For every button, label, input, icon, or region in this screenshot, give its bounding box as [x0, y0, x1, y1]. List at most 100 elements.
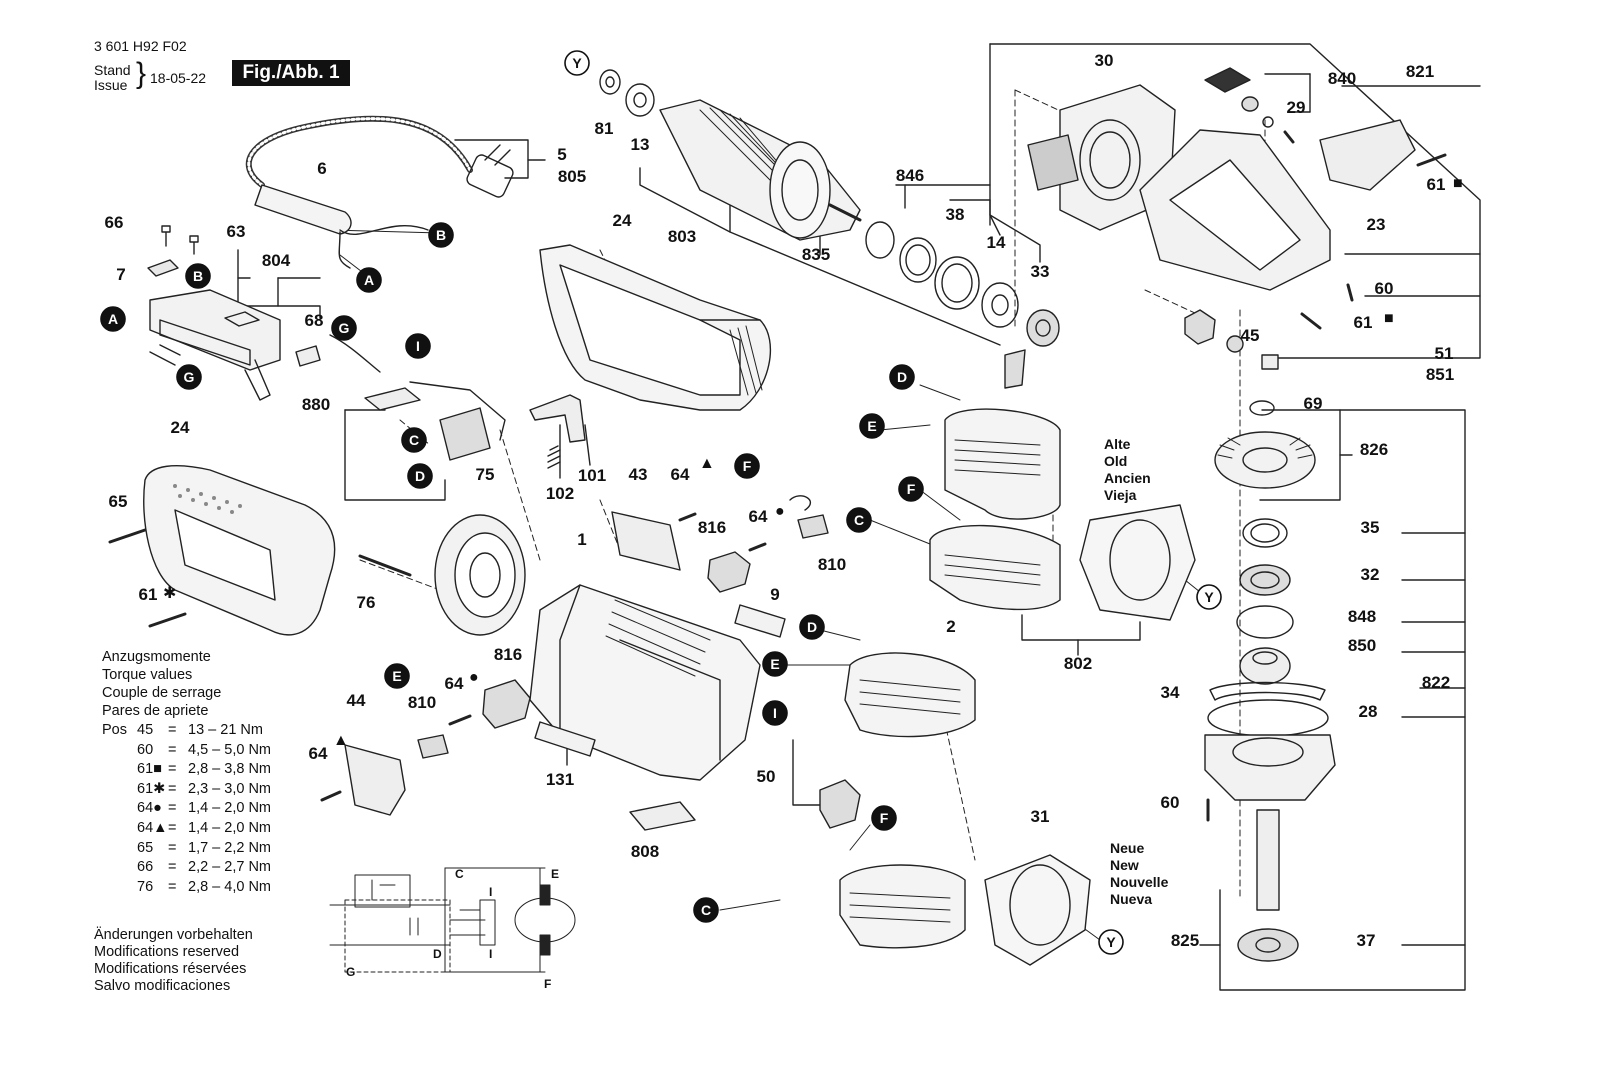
- svg-text:G: G: [184, 369, 195, 385]
- connector-marker-c: C: [693, 897, 719, 923]
- torque-pos-label: Pos: [102, 722, 127, 738]
- part-label-6: 6: [317, 159, 326, 178]
- schematic-label: D: [433, 947, 442, 961]
- new-label-de: Neue: [1110, 840, 1145, 856]
- part-label-9: 9: [770, 585, 779, 604]
- old-label-de: Alte: [1104, 436, 1131, 452]
- svg-text:Y: Y: [1106, 934, 1116, 950]
- svg-text:F: F: [743, 458, 752, 474]
- part-label-846: 846: [896, 166, 924, 185]
- connector-marker-i: I: [762, 700, 788, 726]
- part-label-808: 808: [631, 842, 659, 861]
- part-label-44: 44: [347, 691, 366, 710]
- part-label-60: 60: [1161, 793, 1180, 812]
- brace-icon: }: [136, 57, 147, 90]
- part-label-64: 64: [749, 507, 768, 526]
- torque-pos: 60: [137, 741, 154, 758]
- schematic-label: F: [544, 977, 551, 991]
- connector-marker-a: A: [356, 267, 382, 293]
- torque-pos: 61✱: [137, 780, 166, 797]
- torque-eq: =: [168, 722, 177, 738]
- torque-title-fr: Couple de serrage: [102, 685, 222, 701]
- tolerance-mark: ▲: [333, 732, 349, 749]
- svg-text:Y: Y: [572, 55, 582, 71]
- part-label-45: 45: [1241, 326, 1260, 345]
- stand-label: Stand: [94, 62, 131, 78]
- svg-text:E: E: [392, 668, 401, 684]
- part-label-802: 802: [1064, 654, 1092, 673]
- svg-text:C: C: [701, 902, 711, 918]
- part-label-835: 835: [802, 245, 830, 264]
- connector-marker-i: I: [405, 333, 431, 359]
- torque-eq: =: [168, 859, 177, 876]
- torque-pos: 64●: [137, 800, 162, 817]
- new-label-fr: Nouvelle: [1110, 874, 1169, 890]
- part-label-69: 69: [1304, 394, 1323, 413]
- torque-eq: =: [168, 761, 177, 778]
- connector-marker-c: C: [401, 427, 427, 453]
- connector-marker-e: E: [762, 651, 788, 677]
- part-label-61: 61: [1354, 313, 1373, 332]
- part-label-75: 75: [476, 465, 495, 484]
- connector-marker-f: F: [734, 453, 760, 479]
- part-label-68: 68: [305, 311, 324, 330]
- torque-value: 2,2 – 2,7 Nm: [188, 859, 272, 876]
- part-label-51: 51: [1435, 344, 1454, 363]
- part-label-2: 2: [946, 617, 955, 636]
- svg-text:F: F: [880, 810, 889, 826]
- part-label-31: 31: [1031, 807, 1050, 826]
- connector-marker-b: B: [185, 263, 211, 289]
- torque-value: 4,5 – 5,0 Nm: [188, 741, 272, 758]
- connector-marker-f: F: [871, 805, 897, 831]
- part-label-38: 38: [946, 205, 965, 224]
- part-label-1: 1: [577, 530, 586, 549]
- torque-eq: =: [168, 741, 177, 758]
- part-label-810: 810: [408, 693, 436, 712]
- connector-marker-b: B: [428, 222, 454, 248]
- old-label-es: Vieja: [1104, 487, 1137, 503]
- tolerance-mark: ✱: [163, 585, 176, 602]
- torque-eq: =: [168, 780, 177, 797]
- schematic-label: G: [346, 965, 355, 979]
- note-fr: Modifications réservées: [94, 961, 247, 977]
- part-label-76: 76: [357, 593, 376, 612]
- svg-text:B: B: [436, 227, 446, 243]
- part-label-28: 28: [1359, 702, 1378, 721]
- old-label-fr: Ancien: [1104, 470, 1151, 486]
- part-label-826: 826: [1360, 440, 1388, 459]
- tolerance-mark: ●: [469, 669, 479, 686]
- svg-text:E: E: [770, 656, 779, 672]
- connector-marker-d: D: [799, 614, 825, 640]
- part-label-24: 24: [171, 418, 190, 437]
- svg-text:Y: Y: [1204, 589, 1214, 605]
- svg-text:A: A: [364, 272, 374, 288]
- issue-date: 18-05-22: [150, 70, 207, 86]
- torque-title-en: Torque values: [102, 667, 193, 683]
- part-label-63: 63: [227, 222, 246, 241]
- part-label-816: 816: [698, 518, 726, 537]
- svg-text:D: D: [415, 468, 425, 484]
- connector-marker-d: D: [407, 463, 433, 489]
- svg-text:E: E: [867, 418, 876, 434]
- torque-value: 1,4 – 2,0 Nm: [188, 820, 272, 836]
- part-label-816: 816: [494, 645, 522, 664]
- schematic-label: C: [455, 867, 464, 881]
- part-label-61: 61: [1427, 175, 1446, 194]
- svg-text:D: D: [897, 369, 907, 385]
- part-label-24: 24: [613, 211, 632, 230]
- connector-marker-d: D: [889, 364, 915, 390]
- figure-label: Fig./Abb. 1: [232, 60, 350, 86]
- old-label-en: Old: [1104, 453, 1128, 469]
- part-label-81: 81: [595, 119, 614, 138]
- note-en: Modifications reserved: [94, 944, 240, 960]
- part-label-825: 825: [1171, 931, 1199, 950]
- part-label-32: 32: [1361, 565, 1380, 584]
- note-de: Änderungen vorbehalten: [94, 927, 253, 943]
- tolerance-mark: ●: [775, 503, 785, 520]
- part-label-5: 5: [557, 145, 566, 164]
- torque-pos: 76: [137, 878, 154, 895]
- connector-marker-e: E: [384, 663, 410, 689]
